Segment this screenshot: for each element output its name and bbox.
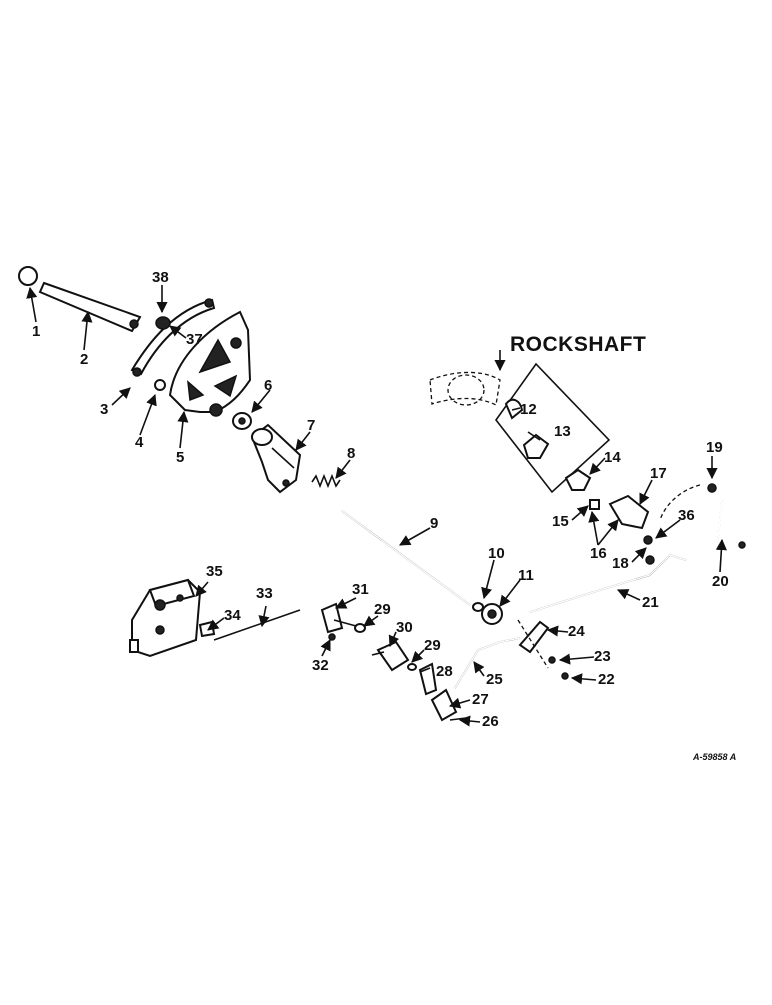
clevis-pin-part [659, 483, 746, 549]
callout-7: 7 [307, 417, 315, 434]
rod-part [454, 637, 521, 689]
washer-part [232, 412, 252, 430]
clamp-part [589, 494, 655, 565]
rockshaft-label: ROCKSHAFT [510, 333, 646, 356]
callout-20: 20 [712, 573, 729, 590]
leader-lines [26, 285, 727, 727]
yoke-part [418, 662, 467, 722]
arm-part [517, 619, 569, 680]
callout-17: 17 [650, 465, 667, 482]
bearing-part [354, 623, 417, 672]
callout-24: 24 [568, 623, 585, 640]
callout-38: 38 [152, 269, 169, 286]
callout-18: 18 [612, 555, 629, 572]
quadrant-part [130, 298, 216, 377]
rockshaft-inset [429, 350, 611, 494]
callout-9: 9 [430, 515, 438, 532]
callout-12: 12 [520, 401, 537, 418]
callout-6: 6 [264, 377, 272, 394]
callout-13: 13 [554, 423, 571, 440]
callout-11: 11 [518, 567, 534, 584]
callout-3: 3 [100, 401, 108, 418]
callout-2: 2 [80, 351, 88, 368]
pin-bracket-part [320, 602, 357, 641]
callout-30: 30 [396, 619, 413, 636]
callout-19: 19 [706, 439, 723, 456]
callout-numbers: 1 2 3 4 5 6 7 8 9 10 11 12 13 14 15 16 1… [32, 269, 729, 730]
ball-part [154, 379, 166, 391]
spring-part [311, 473, 341, 489]
callout-34: 34 [224, 607, 241, 624]
callout-21: 21 [642, 594, 659, 611]
valve-part [129, 578, 202, 658]
callout-15: 15 [552, 513, 569, 530]
callout-8: 8 [347, 445, 355, 462]
callout-25: 25 [486, 671, 503, 688]
callout-26: 26 [482, 713, 499, 730]
callout-29a: 29 [374, 601, 391, 618]
bushing-part [472, 602, 503, 625]
callout-10: 10 [488, 545, 505, 562]
fan-plate-part [168, 310, 252, 417]
callout-37: 37 [186, 331, 203, 348]
lever-part [38, 281, 142, 333]
callout-33: 33 [256, 585, 273, 602]
callout-1: 1 [32, 323, 40, 340]
callout-5: 5 [176, 449, 184, 466]
drawing-number: A-59858 A [692, 752, 736, 762]
callout-23: 23 [594, 648, 611, 665]
callout-36: 36 [678, 507, 695, 524]
callout-28: 28 [436, 663, 453, 680]
shaft-part [341, 510, 471, 606]
callout-35: 35 [206, 563, 223, 580]
callout-31: 31 [352, 581, 369, 598]
long-link-part [529, 554, 687, 613]
callout-29b: 29 [424, 637, 441, 654]
callout-32: 32 [312, 657, 329, 674]
callout-22: 22 [598, 671, 615, 688]
callout-4: 4 [135, 434, 144, 451]
knob-part [18, 266, 38, 286]
callout-14: 14 [604, 449, 621, 466]
callout-27: 27 [472, 691, 489, 708]
bracket-part [564, 468, 592, 491]
callout-16: 16 [590, 545, 607, 562]
hub-part [250, 423, 302, 494]
